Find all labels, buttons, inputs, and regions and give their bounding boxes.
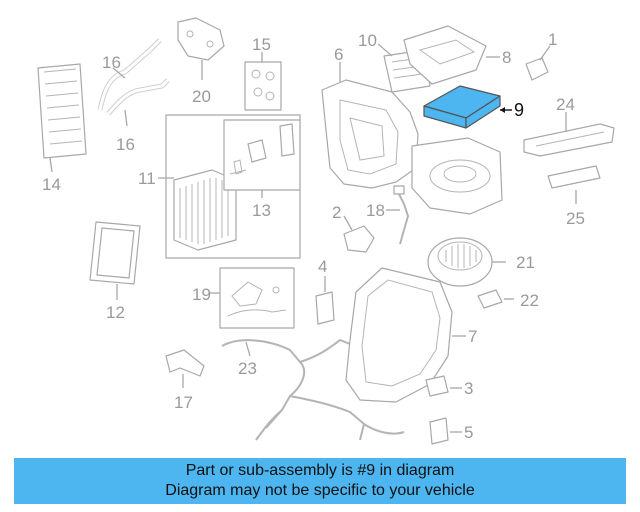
part-9-cabin-filter[interactable]: [423, 85, 512, 129]
banner-line-2: Diagram may not be specific to your vehi…: [165, 482, 475, 499]
callout-1: 1: [548, 30, 557, 49]
callout-21: 21: [516, 253, 535, 272]
part-21-blower-motor[interactable]: [427, 237, 506, 287]
part-1-clip[interactable]: [525, 45, 551, 81]
part-16-heater-pipes[interactable]: [97, 38, 170, 127]
callout-8: 8: [502, 48, 511, 67]
part-15-box: [244, 52, 282, 111]
part-23-harness[interactable]: [221, 338, 405, 441]
part-19-assembly: [210, 267, 295, 329]
callout-24: 24: [556, 95, 575, 114]
callout-16a: 16: [102, 53, 121, 72]
part-20-bracket[interactable]: [177, 17, 225, 80]
part-5-bracket[interactable]: [429, 417, 462, 445]
callout-17: 17: [174, 393, 193, 412]
info-banner: Part or sub-assembly is #9 in diagram Di…: [14, 458, 626, 504]
callout-6: 6: [334, 45, 343, 64]
callout-3: 3: [464, 379, 473, 398]
callout-labels: 1 2 3 4 5 6 7 8 9 10 11 12 13 14 15 16 1…: [42, 30, 585, 442]
part-12-gasket[interactable]: [89, 221, 141, 300]
part-4-actuator[interactable]: [315, 276, 335, 325]
callout-9: 9: [514, 100, 524, 120]
callout-18: 18: [366, 201, 385, 220]
callout-25: 25: [566, 209, 585, 228]
callout-11: 11: [138, 169, 156, 188]
parts-diagram: 1 2 3 4 5 6 7 8 9 10 11 12 13 14 15 16 1…: [37, 17, 615, 445]
callout-22: 22: [520, 291, 539, 310]
callout-14: 14: [42, 175, 61, 194]
callout-10: 10: [358, 31, 377, 50]
part-14-heater-core[interactable]: [37, 63, 87, 173]
part-22-resistor[interactable]: [477, 289, 514, 309]
part-2-actuator[interactable]: [343, 215, 375, 253]
banner-line-1: Part or sub-assembly is #9 in diagram: [185, 462, 455, 479]
part-3-actuator[interactable]: [425, 375, 462, 397]
callout-19: 19: [192, 285, 211, 304]
callout-20: 20: [192, 87, 211, 106]
callout-13: 13: [252, 201, 271, 220]
callout-16b: 16: [116, 135, 135, 154]
callout-15: 15: [252, 35, 271, 54]
callout-12: 12: [106, 303, 125, 322]
callout-7: 7: [468, 327, 477, 346]
callout-5: 5: [464, 423, 473, 442]
part-8-cover[interactable]: [403, 25, 500, 85]
part-7-lower-housing[interactable]: [345, 267, 466, 403]
callout-4: 4: [318, 257, 327, 276]
callout-2: 2: [332, 203, 341, 222]
part-25-duct[interactable]: [547, 165, 601, 204]
part-13-expansion-valve: [223, 119, 301, 198]
blower-housing: [411, 137, 503, 215]
part-6-housing[interactable]: [321, 62, 419, 189]
callout-23: 23: [238, 359, 257, 378]
part-18-sensor[interactable]: [386, 185, 410, 245]
part-17-bracket[interactable]: [165, 349, 205, 388]
part-24-duct[interactable]: [523, 112, 615, 157]
